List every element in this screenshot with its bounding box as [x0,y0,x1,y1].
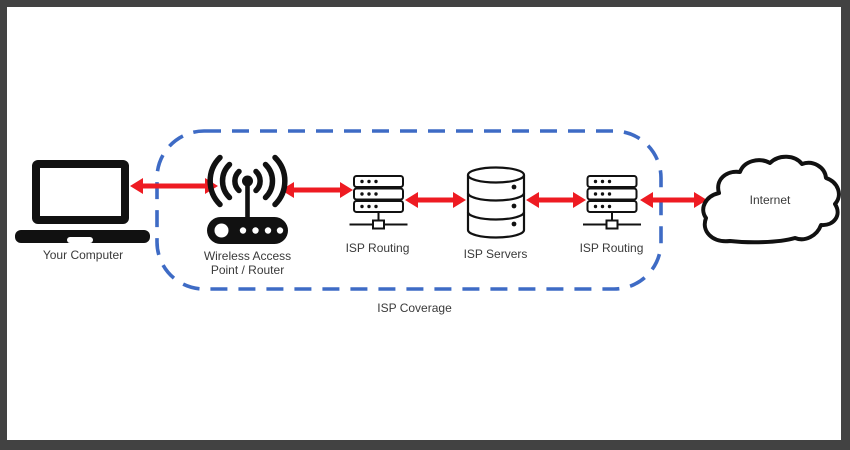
wifi-router-icon [207,154,288,244]
wireless-access-point-label: Wireless Access Point / Router [187,249,308,277]
bidirectional-arrow-routing1-servers [405,192,466,208]
isp-coverage-label: ISP Coverage [377,301,452,315]
server-rack-icon [348,175,409,230]
bidirectional-arrow-routing2-internet [640,192,707,208]
wireless-access-point-label-line1: Wireless Access [203,249,292,263]
bidirectional-arrow-servers-routing2 [526,192,586,208]
wireless-access-point-label-line2: Point / Router [210,262,285,277]
bidirectional-arrow-router-routing1 [281,182,353,198]
internet-label: Internet [749,193,791,207]
connection-arrows [130,178,707,208]
isp-routing-1-label: ISP Routing [345,241,410,255]
database-icon [466,166,526,239]
isp-servers-label: ISP Servers [463,247,528,261]
laptop-icon [15,160,150,243]
bidirectional-arrow-computer-router [130,178,218,194]
your-computer-label: Your Computer [42,248,124,262]
diagram-canvas [7,7,841,440]
isp-coverage-zone-border [155,129,663,291]
isp-routing-2-label: ISP Routing [579,241,644,255]
server-rack-icon [582,175,642,230]
cloud-icon [701,154,841,245]
